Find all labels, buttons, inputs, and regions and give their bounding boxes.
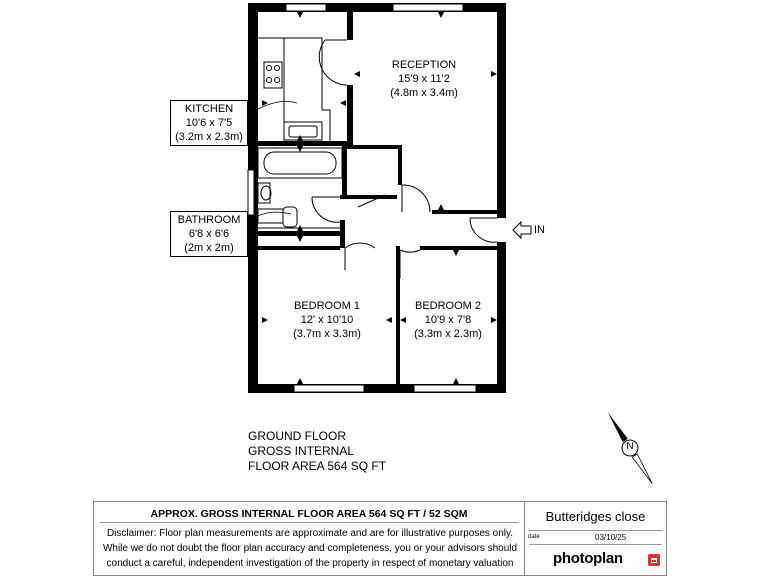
callout-leaders — [245, 100, 298, 223]
reception-label: RECEPTION 15'9 x 11'2 (4.8m x 3.4m) — [376, 58, 472, 100]
info-divider — [529, 530, 662, 531]
gross-internal-label: GROSS INTERNAL — [248, 444, 355, 458]
floor-name: GROUND FLOOR — [248, 429, 347, 443]
entrance-arrow — [512, 220, 532, 240]
internal-walls — [258, 12, 497, 384]
kitchen-size-imperial: 10'6 x 7'5 — [185, 117, 233, 129]
bedroom1-label: BEDROOM 1 12' x 10'10 (3.7m x 3.3m) — [280, 299, 374, 341]
kitchen-worktop — [258, 37, 331, 141]
property-name: Butteridges close — [545, 509, 646, 524]
bathroom-window — [247, 169, 255, 216]
footer-divider — [100, 522, 518, 523]
bathroom-size-metric: (2m x 2m) — [184, 242, 234, 254]
reception-name: RECEPTION — [391, 59, 457, 71]
bathroom-name: BATHROOM — [177, 214, 241, 226]
floor-area-summary: GROUND FLOOR GROSS INTERNAL FLOOR AREA 5… — [248, 429, 386, 474]
compass — [607, 412, 653, 484]
floor-area-value: FLOOR AREA 564 SQ FT — [248, 459, 387, 473]
footer-disclaimer-box: APPROX. GROSS INTERNAL FLOOR AREA 564 SQ… — [94, 502, 525, 575]
info-divider-2 — [529, 544, 662, 545]
bedroom1-name: BEDROOM 1 — [293, 300, 360, 312]
dimension-arrows — [262, 12, 497, 384]
date-value: 03/10/25 — [595, 533, 627, 542]
photoplan-logo: photoplan — [553, 550, 623, 567]
kitchen-callout: KITCHEN 10'6 x 7'5 (3.2m x 2.3m) — [170, 100, 248, 146]
bedroom2-name: BEDROOM 2 — [414, 300, 481, 312]
date-label: date — [528, 534, 540, 540]
bedroom2-label: BEDROOM 2 10'9 x 7'8 (3.3m x 2.3m) — [402, 299, 494, 341]
entrance-label: IN — [534, 224, 545, 236]
bathroom-size-imperial: 6'8 x 6'6 — [188, 228, 230, 240]
footer-panel: APPROX. GROSS INTERNAL FLOOR AREA 564 SQ… — [93, 501, 667, 576]
disclaimer-text: Disclaimer: Floor plan measurements are … — [102, 528, 518, 569]
reception-size-imperial: 15'9 x 11'2 — [398, 73, 450, 85]
kitchen-name: KITCHEN — [184, 103, 234, 115]
floor-plan — [245, 3, 653, 484]
bathroom-fittings — [257, 147, 343, 229]
reception-size-metric: (4.8m x 3.4m) — [390, 87, 458, 99]
doors — [311, 39, 498, 278]
photoplan-logo-icon — [648, 554, 660, 566]
bedroom1-size-metric: (3.7m x 3.3m) — [293, 328, 361, 340]
compass-north-label: N — [626, 441, 634, 452]
bedroom1-size-imperial: 12' x 10'10 — [300, 314, 354, 326]
bathroom-callout: BATHROOM 6'8 x 6'6 (2m x 2m) — [170, 211, 248, 257]
footer-info-box: Butteridges close date 03/10/25 photopla… — [525, 502, 666, 575]
windows — [285, 3, 477, 393]
bedroom2-size-imperial: 10'9 x 7'8 — [424, 314, 472, 326]
kitchen-size-metric: (3.2m x 2.3m) — [175, 131, 243, 143]
bedroom2-size-metric: (3.3m x 2.3m) — [414, 328, 482, 340]
footer-title: APPROX. GROSS INTERNAL FLOOR AREA 564 SQ… — [150, 508, 468, 520]
